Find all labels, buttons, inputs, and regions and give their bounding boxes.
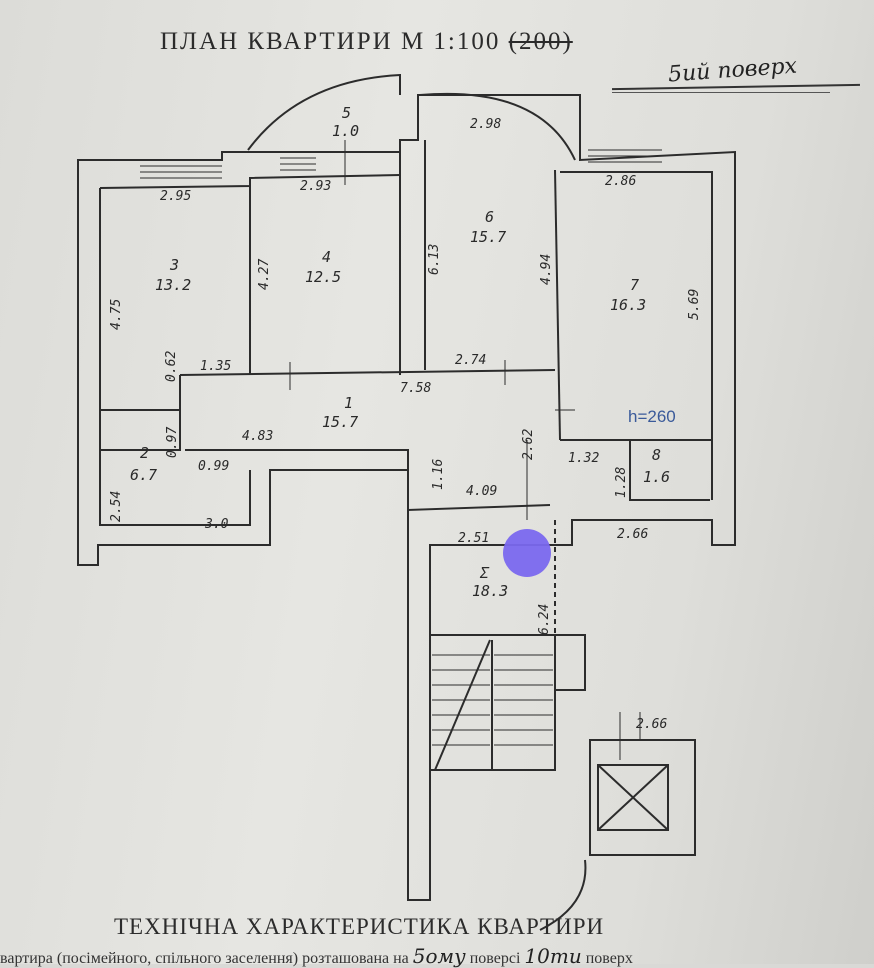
dim-label: 1.35 bbox=[200, 359, 231, 374]
footer-line-start: вартира (посімейного, спільного заселенн… bbox=[0, 950, 409, 967]
stair-outline bbox=[429, 634, 556, 771]
window-7 bbox=[588, 149, 662, 163]
dim-label: 7.58 bbox=[400, 381, 431, 396]
room-area: 15.7 bbox=[470, 228, 506, 246]
room-8-walls bbox=[629, 440, 710, 501]
dim-label: 6.13 bbox=[427, 244, 442, 275]
dim-label: 2.54 bbox=[109, 491, 124, 522]
stair-diagonal bbox=[434, 639, 491, 771]
plan-title-struck-scale: (200) bbox=[508, 28, 573, 55]
footer-line-end: поверх bbox=[585, 950, 633, 967]
footer-floors-total: 10ти bbox=[524, 944, 582, 968]
dim-label: 6.24 bbox=[537, 604, 552, 635]
footer-line-mid: поверсі bbox=[469, 950, 521, 967]
room-number: Σ bbox=[479, 564, 490, 582]
dim-label: 2.98 bbox=[470, 117, 501, 132]
balcony-arc-5 bbox=[247, 73, 401, 151]
window-3 bbox=[140, 165, 222, 179]
footer-description: вартира (посімейного, спільного заселенн… bbox=[0, 944, 874, 968]
stair-treads-left bbox=[432, 654, 490, 746]
room-area: 12.5 bbox=[305, 268, 341, 286]
dim-label: 5.69 bbox=[687, 289, 702, 320]
room-area: 18.3 bbox=[472, 582, 508, 600]
dim-label: 2.86 bbox=[605, 174, 636, 189]
footer-title: ТЕХНІЧНА ХАРАКТЕРИСТИКА КВАРТИРИ bbox=[114, 914, 605, 939]
elevator-cross bbox=[597, 764, 669, 831]
bedroom-3-walls bbox=[99, 188, 251, 526]
stair-landing bbox=[555, 634, 586, 691]
dim-label: 2.66 bbox=[636, 717, 667, 732]
dim-label: 2.51 bbox=[458, 531, 489, 546]
location-marker[interactable] bbox=[503, 529, 551, 577]
floor-underline-2 bbox=[612, 92, 830, 93]
dim-label: 1.16 bbox=[431, 459, 446, 490]
corridor-left-wall bbox=[100, 375, 181, 451]
dim-label: 1.28 bbox=[614, 467, 629, 498]
dim-label: 2.93 bbox=[300, 179, 331, 194]
room-number: 8 bbox=[652, 446, 661, 464]
room-area: 16.3 bbox=[610, 296, 646, 314]
elevator-shaft bbox=[589, 739, 696, 856]
dim-label: 2.66 bbox=[617, 527, 648, 542]
room-number: 1 bbox=[344, 394, 353, 412]
corridor-bottom bbox=[185, 449, 551, 512]
room-number: 6 bbox=[485, 208, 494, 226]
corridor-top-wall bbox=[179, 369, 556, 376]
ceiling-height-note: h=260 bbox=[628, 407, 676, 426]
wall-6-7 bbox=[554, 169, 561, 441]
dim-label: 2.95 bbox=[160, 189, 191, 204]
dim-label: 2.62 bbox=[521, 429, 536, 460]
dim-label: 4.83 bbox=[242, 429, 273, 444]
dim-label: 0.99 bbox=[198, 459, 229, 474]
room-number: 2 bbox=[140, 444, 149, 462]
room-number: 4 bbox=[322, 248, 331, 266]
window-4 bbox=[280, 157, 316, 171]
room-area: 6.7 bbox=[130, 466, 157, 484]
dim-label: 3.0 bbox=[204, 517, 229, 532]
room-number: 3 bbox=[169, 256, 179, 274]
dim-label: 2.74 bbox=[455, 353, 486, 368]
dim-label: 4.09 bbox=[466, 484, 497, 499]
footer-floor-value: 5ому bbox=[412, 944, 466, 968]
room-area: 1.6 bbox=[643, 468, 670, 486]
stair-treads-right bbox=[494, 654, 553, 746]
room-area: 1.0 bbox=[332, 122, 359, 140]
plan-title-main: ПЛАН КВАРТИРИ М 1:100 bbox=[160, 28, 501, 55]
plan-title: ПЛАН КВАРТИРИ М 1:100 (200) bbox=[160, 28, 573, 56]
room-area: 15.7 bbox=[322, 413, 358, 431]
dim-label: 4.94 bbox=[539, 254, 554, 285]
room-area: 13.2 bbox=[155, 276, 191, 294]
room-number: 5 bbox=[342, 104, 351, 122]
room-number: 7 bbox=[630, 276, 639, 294]
dim-label: 4.27 bbox=[257, 259, 272, 290]
dim-label: 4.75 bbox=[109, 299, 124, 330]
dim-label: 0.62 bbox=[164, 351, 179, 382]
lower-arc bbox=[539, 859, 587, 931]
dim-label: 0.97 bbox=[165, 427, 180, 458]
dim-leaders bbox=[289, 140, 641, 760]
inner-top-wall bbox=[99, 174, 401, 189]
dim-label: 1.32 bbox=[568, 451, 599, 466]
outer-wall bbox=[77, 94, 736, 901]
balcony-arc-6 bbox=[419, 92, 576, 161]
wall-7-right bbox=[560, 171, 713, 500]
